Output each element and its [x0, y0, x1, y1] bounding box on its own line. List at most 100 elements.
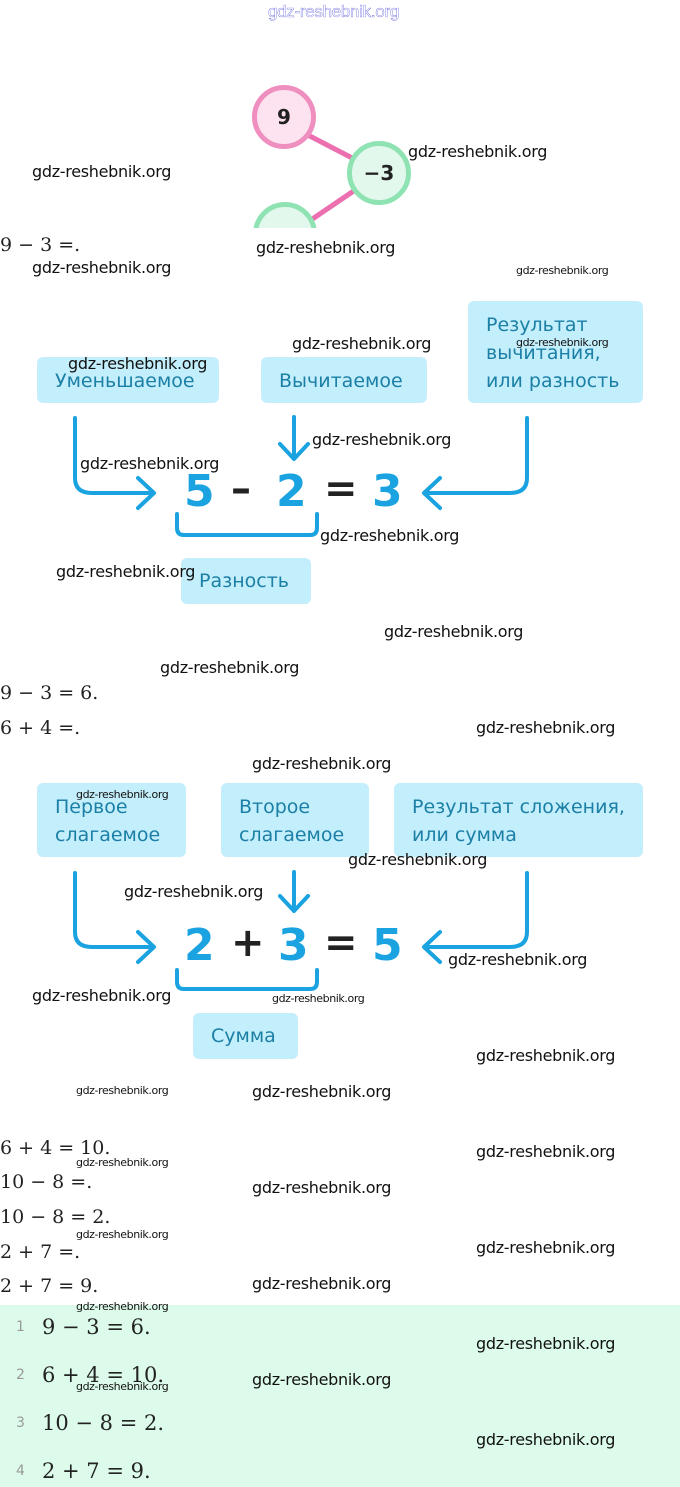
watermark: gdz-reshebnik.org	[32, 986, 172, 1005]
step-expression: 2 + 7 = 9.	[0, 1275, 99, 1297]
label-second-addend: Второе слагаемое	[221, 783, 369, 857]
watermark: gdz-reshebnik.org	[252, 1370, 392, 1389]
step-expression: 9 − 3 = 6.	[0, 682, 99, 704]
watermark: gdz-reshebnik.org	[476, 1046, 616, 1065]
watermark: gdz-reshebnik.org	[252, 754, 392, 773]
bracket-sum	[175, 968, 319, 991]
answer-item-number: 2	[16, 1367, 25, 1383]
arrow-head-icon	[136, 476, 156, 510]
arrow-head-icon	[422, 476, 442, 510]
arrow-head-icon	[278, 442, 310, 461]
watermark: gdz-reshebnik.org	[476, 1334, 616, 1353]
watermark: gdz-reshebnik.org	[160, 658, 300, 677]
arrow-first-addend	[73, 871, 152, 949]
arrow-head-icon	[278, 894, 310, 913]
watermark: gdz-reshebnik.org	[252, 1274, 392, 1293]
label-text: Сумма	[211, 1025, 276, 1047]
sum-value: 5	[372, 920, 403, 971]
label-sum: Сумма	[193, 1013, 298, 1059]
equals-sign: =	[324, 466, 358, 512]
arrow-result	[424, 416, 529, 495]
label-text: Вычитаемое	[279, 370, 403, 392]
chain-node-9: 9	[252, 85, 316, 149]
watermark: gdz-reshebnik.org	[348, 850, 488, 869]
answer-item-expression: 2 + 7 = 9.	[42, 1459, 151, 1483]
step-expression: 10 − 8 =.	[0, 1171, 93, 1193]
watermark: gdz-reshebnik.org	[124, 882, 264, 901]
subtraction-arrows	[73, 415, 529, 537]
chain-link	[306, 185, 360, 225]
label-text: слагаемое	[55, 824, 161, 846]
label-text: Уменьшаемое	[55, 370, 195, 392]
label-text: или разность	[486, 370, 620, 392]
watermark: gdz-reshebnik.org	[76, 788, 169, 801]
label-text: слагаемое	[239, 824, 345, 846]
difference-value: 3	[372, 466, 403, 517]
label-subtrahend: Вычитаемое	[261, 357, 427, 403]
watermark: gdz-reshebnik.org	[32, 162, 172, 181]
watermark: gdz-reshebnik.org	[292, 334, 432, 353]
label-first-addend: Первое слагаемое	[37, 783, 186, 857]
watermark: gdz-reshebnik.org	[320, 526, 460, 545]
answer-item-number: 3	[16, 1415, 25, 1431]
watermark: gdz-reshebnik.org	[476, 1238, 616, 1257]
label-text: Второе	[239, 796, 311, 818]
chain-link	[302, 130, 358, 163]
watermark: gdz-reshebnik.org	[272, 992, 365, 1005]
label-text: Разность	[199, 570, 289, 592]
step-expression: 2 + 7 =.	[0, 1241, 81, 1263]
answer-block: 1 9 − 3 = 6. 2 6 + 4 = 10. 3 10 − 8 = 2.…	[0, 1305, 680, 1487]
watermark: gdz-reshebnik.org	[76, 1380, 169, 1393]
step-expression: 9 − 3 =.	[0, 234, 81, 256]
watermark: gdz-reshebnik.org	[516, 264, 609, 277]
site-banner[interactable]: gdz-reshebnik.org	[268, 2, 400, 21]
chain-node-label: −3	[363, 161, 395, 185]
watermark: gdz-reshebnik.org	[76, 1228, 169, 1241]
step-expression: 6 + 4 = 10.	[0, 1137, 111, 1159]
plus-sign: +	[231, 920, 265, 966]
label-text: Первое	[55, 796, 128, 818]
watermark: gdz-reshebnik.org	[68, 354, 208, 373]
watermark: gdz-reshebnik.org	[76, 1084, 169, 1097]
arrow-sum-result	[424, 871, 529, 949]
watermark: gdz-reshebnik.org	[384, 622, 524, 641]
watermark: gdz-reshebnik.org	[312, 430, 452, 449]
watermark: gdz-reshebnik.org	[76, 1156, 169, 1169]
watermark: gdz-reshebnik.org	[256, 238, 396, 257]
watermark: gdz-reshebnik.org	[76, 1300, 169, 1313]
addition-arrows	[73, 870, 529, 991]
label-addition-result: Результат сложения, или сумма	[394, 783, 643, 857]
label-text: или сумма	[412, 824, 517, 846]
chain-node-partial-clip	[250, 200, 320, 228]
answer-item-number: 4	[16, 1463, 25, 1479]
watermark: gdz-reshebnik.org	[80, 454, 220, 473]
arrow-head-icon	[422, 930, 442, 964]
bracket-difference	[175, 512, 319, 537]
label-text: Результат сложения,	[412, 796, 625, 818]
label-difference: Разность	[181, 558, 311, 604]
step-expression: 6 + 4 =.	[0, 717, 81, 739]
arrow-head-icon	[136, 930, 156, 964]
minus-sign: –	[231, 466, 251, 512]
answer-item-expression: 9 − 3 = 6.	[42, 1315, 151, 1339]
equals-sign: =	[324, 920, 358, 966]
first-addend-value: 2	[184, 920, 215, 971]
watermark: gdz-reshebnik.org	[448, 950, 588, 969]
answer-item-expression: 10 − 8 = 2.	[42, 1411, 165, 1435]
watermark: gdz-reshebnik.org	[56, 562, 196, 581]
chain-node-minus3: −3	[347, 141, 411, 205]
watermark: gdz-reshebnik.org	[32, 258, 172, 277]
answer-item-expression: 6 + 4 = 10.	[42, 1363, 165, 1387]
watermark: gdz-reshebnik.org	[252, 1178, 392, 1197]
watermark: gdz-reshebnik.org	[476, 1142, 616, 1161]
subtrahend-value: 2	[276, 466, 307, 517]
label-text: Результат	[486, 314, 588, 336]
step-expression: 10 − 8 = 2.	[0, 1206, 111, 1228]
label-text: вычитания,	[486, 342, 601, 364]
chain-diagram	[302, 130, 360, 225]
watermark: gdz-reshebnik.org	[516, 336, 609, 349]
watermark: gdz-reshebnik.org	[252, 1082, 392, 1101]
chain-node-label: 9	[277, 105, 291, 129]
label-minuend: Уменьшаемое	[37, 357, 219, 403]
answer-item-number: 1	[16, 1319, 25, 1335]
